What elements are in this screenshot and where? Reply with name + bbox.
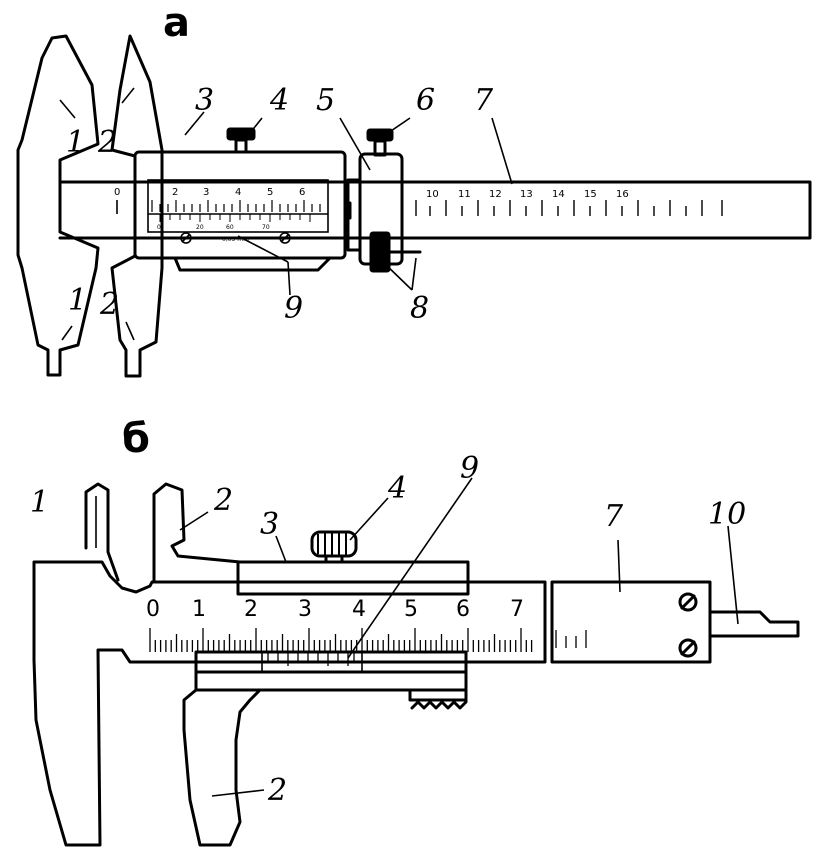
frame-a-tail bbox=[173, 256, 332, 272]
vernier-ticks-a bbox=[159, 214, 311, 222]
bar-scale-15: 15 bbox=[584, 189, 597, 200]
clamp-screw-a-stem bbox=[234, 138, 248, 154]
vernier-70: 70 bbox=[262, 224, 270, 231]
callout-6: 6 bbox=[416, 83, 435, 118]
callout-b-1: 1 bbox=[30, 485, 49, 520]
movable-upper-jaw-b bbox=[152, 482, 242, 584]
bar-end-ticks-b bbox=[555, 630, 587, 648]
slider-body-b bbox=[182, 670, 262, 847]
bar-b-7: 7 bbox=[510, 597, 524, 622]
frame-window bbox=[147, 179, 329, 233]
bar-scale-12: 12 bbox=[489, 189, 502, 200]
callout-b-4: 4 bbox=[387, 471, 407, 506]
knurled-wheel-b bbox=[408, 688, 468, 710]
clamp-screw-b-knurl bbox=[317, 533, 347, 555]
callout-2-top: 2 bbox=[97, 125, 117, 160]
housing-screw-bottom-slot bbox=[680, 640, 696, 656]
bar-b-3: 3 bbox=[298, 597, 312, 622]
frame-scale-5: 5 bbox=[267, 187, 273, 198]
callouts-a: 1 2 3 4 5 6 7 8 9 1 2 bbox=[66, 83, 494, 326]
fixed-upper-jaw-b bbox=[84, 482, 120, 582]
figure-a: а 0 2 3 4 5 6 bbox=[16, 0, 812, 378]
callout-b-2-top: 2 bbox=[213, 483, 233, 518]
bar-scale-11: 11 bbox=[458, 189, 471, 200]
vernier-ticks-b bbox=[267, 652, 355, 666]
vernier-0: 0 bbox=[157, 224, 161, 231]
callout-9: 9 bbox=[284, 291, 303, 326]
callout-b-3: 3 bbox=[260, 507, 279, 542]
bar-zero-label: 0 bbox=[114, 187, 120, 198]
fixed-jaw-a bbox=[16, 34, 100, 377]
callout-4: 4 bbox=[269, 83, 289, 118]
bar-scale-10: 10 bbox=[426, 189, 439, 200]
leaders-a bbox=[59, 87, 513, 341]
clamp-screw-a bbox=[226, 127, 256, 141]
callout-b-2-bottom: 2 bbox=[267, 773, 287, 808]
bar-scale-b-ticks bbox=[149, 628, 533, 652]
callout-3: 3 bbox=[195, 83, 214, 118]
bar-b-6: 6 bbox=[456, 597, 470, 622]
plate-screw-left bbox=[180, 232, 192, 244]
bar-scale-a-labels: 10 11 12 13 14 15 16 bbox=[426, 189, 629, 200]
callout-5: 5 bbox=[316, 83, 335, 118]
housing-screw-top bbox=[678, 592, 698, 612]
precision-label: 0,05 mm bbox=[222, 236, 249, 243]
frame-b bbox=[236, 560, 470, 596]
depth-rod-b bbox=[708, 610, 800, 638]
callouts-b: 1 2 3 4 9 7 10 2 bbox=[30, 451, 746, 808]
callout-1-top: 1 bbox=[66, 125, 85, 160]
bar-scale-14: 14 bbox=[552, 189, 565, 200]
clamp-screw-b-stem bbox=[324, 554, 344, 564]
bar-a bbox=[58, 180, 812, 240]
bar-scale-16: 16 bbox=[616, 189, 629, 200]
bar-b-4: 4 bbox=[352, 597, 366, 622]
leaders-b bbox=[179, 477, 739, 797]
movable-jaw-a bbox=[110, 34, 164, 378]
micro-screw-a bbox=[366, 128, 394, 142]
frame-scale-4: 4 bbox=[235, 187, 241, 198]
frame-scale-2: 2 bbox=[172, 187, 178, 198]
callout-b-7: 7 bbox=[604, 499, 624, 534]
callout-7: 7 bbox=[474, 83, 494, 118]
bar-end-b bbox=[550, 580, 712, 664]
slider-bottom-edge-b bbox=[258, 670, 468, 702]
vernier-plate-b bbox=[194, 650, 468, 674]
bar-b-0: 0 bbox=[146, 597, 160, 622]
bar-scale-b-labels: 0 1 2 3 4 5 6 7 bbox=[146, 597, 524, 622]
callout-8: 8 bbox=[410, 291, 429, 326]
callout-2-bottom: 2 bbox=[99, 287, 119, 322]
frame-ticks bbox=[151, 200, 321, 212]
figure-b-label: б bbox=[122, 416, 150, 462]
bar-b-1: 1 bbox=[192, 597, 206, 622]
callout-b-10: 10 bbox=[708, 497, 746, 532]
housing-screw-bottom bbox=[678, 638, 698, 658]
callout-b-9: 9 bbox=[460, 451, 479, 486]
frame-scale-3: 3 bbox=[203, 187, 209, 198]
frame-scale-6: 6 bbox=[299, 187, 305, 198]
figure-a-label: а bbox=[163, 0, 190, 46]
plate-screw-right bbox=[279, 232, 291, 244]
bar-b-2: 2 bbox=[244, 597, 258, 622]
micro-frame-a-clamp bbox=[346, 178, 362, 252]
housing-screw-top-slot bbox=[680, 594, 696, 610]
bar-b-5: 5 bbox=[404, 597, 418, 622]
vernier-20: 20 bbox=[196, 224, 204, 231]
figure-b: б 0 1 2 3 4 5 6 7 bbox=[30, 416, 800, 847]
frame-scale-labels: 2 3 4 5 6 bbox=[172, 187, 305, 198]
callout-1-bottom: 1 bbox=[68, 283, 87, 318]
bar-scale-13: 13 bbox=[520, 189, 533, 200]
vernier-60: 60 bbox=[226, 224, 234, 231]
bar-scale-a bbox=[415, 200, 723, 216]
micro-screw-a-stem bbox=[373, 139, 387, 157]
